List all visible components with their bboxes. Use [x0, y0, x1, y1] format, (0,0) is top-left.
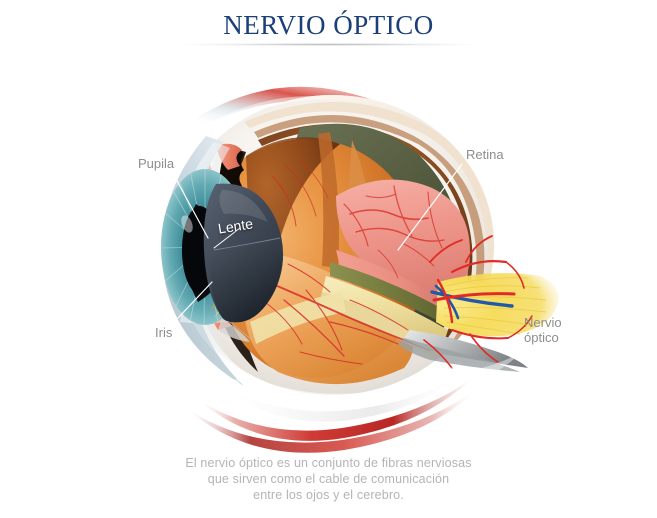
label-iris: Iris	[155, 325, 173, 340]
caption-line-1: El nervio óptico es un conjunto de fibra…	[185, 456, 472, 470]
page-title: NERVIO ÓPTICO	[223, 10, 434, 40]
label-retina: Retina	[466, 147, 504, 162]
label-pupila: Pupila	[138, 156, 175, 171]
leader-lines	[169, 163, 463, 319]
label-nervio-optico-line1: Nervio	[524, 315, 562, 330]
leader-line-retina	[397, 163, 463, 251]
crystalline-lens	[203, 183, 284, 342]
extraocular-muscles	[184, 350, 524, 453]
caption-line-3: entre los ojos y el cerebro.	[253, 488, 404, 502]
title-underline-shadow	[178, 43, 479, 46]
label-nervio-optico: Nervio óptico	[524, 315, 562, 345]
label-nervio-optico-line2: óptico	[524, 330, 559, 345]
leader-line-lente	[213, 227, 241, 249]
caption-line-2: que sirven como el cable de comunicación	[207, 472, 450, 486]
leader-line-pupila	[169, 167, 209, 239]
leader-line-iris	[177, 281, 213, 319]
title-block: NERVIO ÓPTICO	[0, 8, 657, 46]
optic-nerve	[398, 235, 559, 372]
caption-block: El nervio óptico es un conjunto de fibra…	[0, 455, 657, 503]
